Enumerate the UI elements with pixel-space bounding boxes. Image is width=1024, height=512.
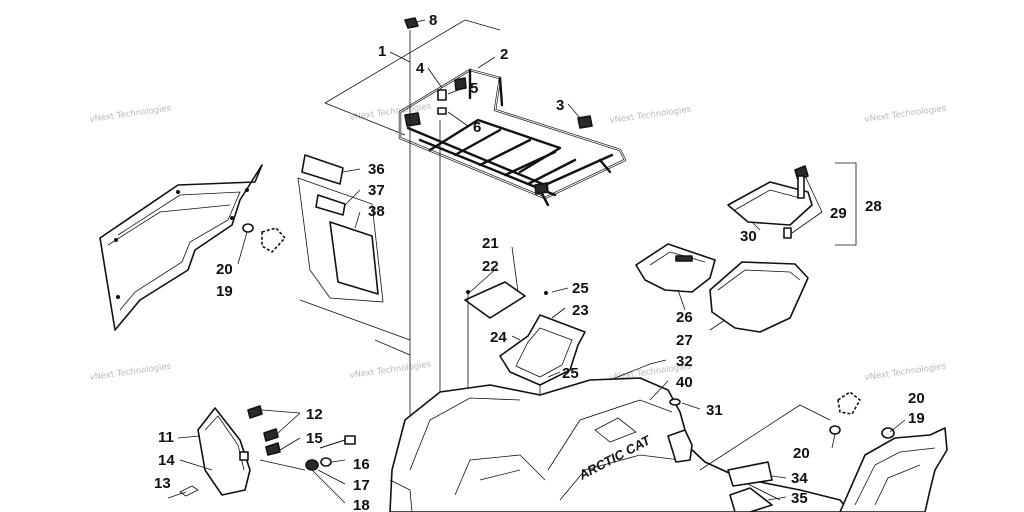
watermark: vNext Technologies [864, 104, 947, 125]
callout-17: 17 [353, 477, 370, 494]
callout-25-bottom: 25 [562, 365, 579, 382]
callout-15: 15 [306, 430, 323, 447]
right-side-panel [829, 391, 948, 512]
callout-22: 22 [482, 258, 499, 275]
callout-2: 2 [500, 46, 508, 63]
callout-14: 14 [158, 452, 175, 469]
callout-21: 21 [482, 235, 499, 252]
watermark: vNext Technologies [864, 362, 947, 383]
callout-19-left: 19 [216, 283, 233, 300]
headlight-assembly [167, 405, 356, 504]
callout-20-left: 20 [216, 261, 233, 278]
callout-34: 34 [791, 470, 808, 487]
callout-24: 24 [490, 329, 507, 346]
front-body: ARCTIC CAT [374, 339, 851, 512]
callout-18: 18 [353, 497, 370, 512]
callout-29: 29 [830, 205, 847, 222]
callout-30: 30 [740, 228, 757, 245]
callout-13: 13 [154, 475, 171, 492]
callout-11: 11 [158, 429, 174, 446]
callout-1: 1 [378, 43, 386, 60]
callout-27: 27 [676, 332, 693, 349]
watermark: vNext Technologies [89, 104, 172, 125]
callout-38: 38 [368, 203, 385, 220]
callout-37: 37 [368, 182, 385, 199]
callout-19-right: 19 [908, 410, 925, 427]
callout-25-top: 25 [572, 280, 589, 297]
callout-4: 4 [416, 60, 425, 77]
callout-36: 36 [368, 161, 385, 178]
callout-20-right-bottom: 20 [793, 445, 810, 462]
callout-32: 32 [676, 353, 693, 370]
watermark: vNext Technologies [609, 105, 692, 126]
callout-labels: 1 2 3 4 5 6 8 11 12 13 14 15 16 17 18 19… [154, 12, 925, 512]
watermarks: vNext Technologies vNext Technologies vN… [89, 102, 947, 383]
watermark: vNext Technologies [89, 362, 172, 383]
callout-26: 26 [676, 309, 693, 326]
callout-23: 23 [572, 302, 589, 319]
callout-16: 16 [353, 456, 370, 473]
callout-31: 31 [706, 402, 723, 419]
watermark: vNext Technologies [349, 360, 432, 381]
callout-3: 3 [556, 97, 564, 114]
callout-20-right-top: 20 [908, 390, 925, 407]
decals-right [727, 461, 787, 512]
bushing [437, 89, 447, 101]
callout-5: 5 [470, 80, 478, 97]
callout-6: 6 [473, 119, 481, 136]
callout-28: 28 [865, 198, 882, 215]
callout-40: 40 [676, 374, 693, 391]
front-rack [324, 17, 627, 505]
callout-8: 8 [429, 12, 437, 29]
storage-box [635, 162, 857, 333]
left-side-panel [99, 164, 286, 331]
callout-12: 12 [306, 406, 323, 423]
callout-35: 35 [791, 490, 808, 507]
decal-group [297, 154, 411, 341]
